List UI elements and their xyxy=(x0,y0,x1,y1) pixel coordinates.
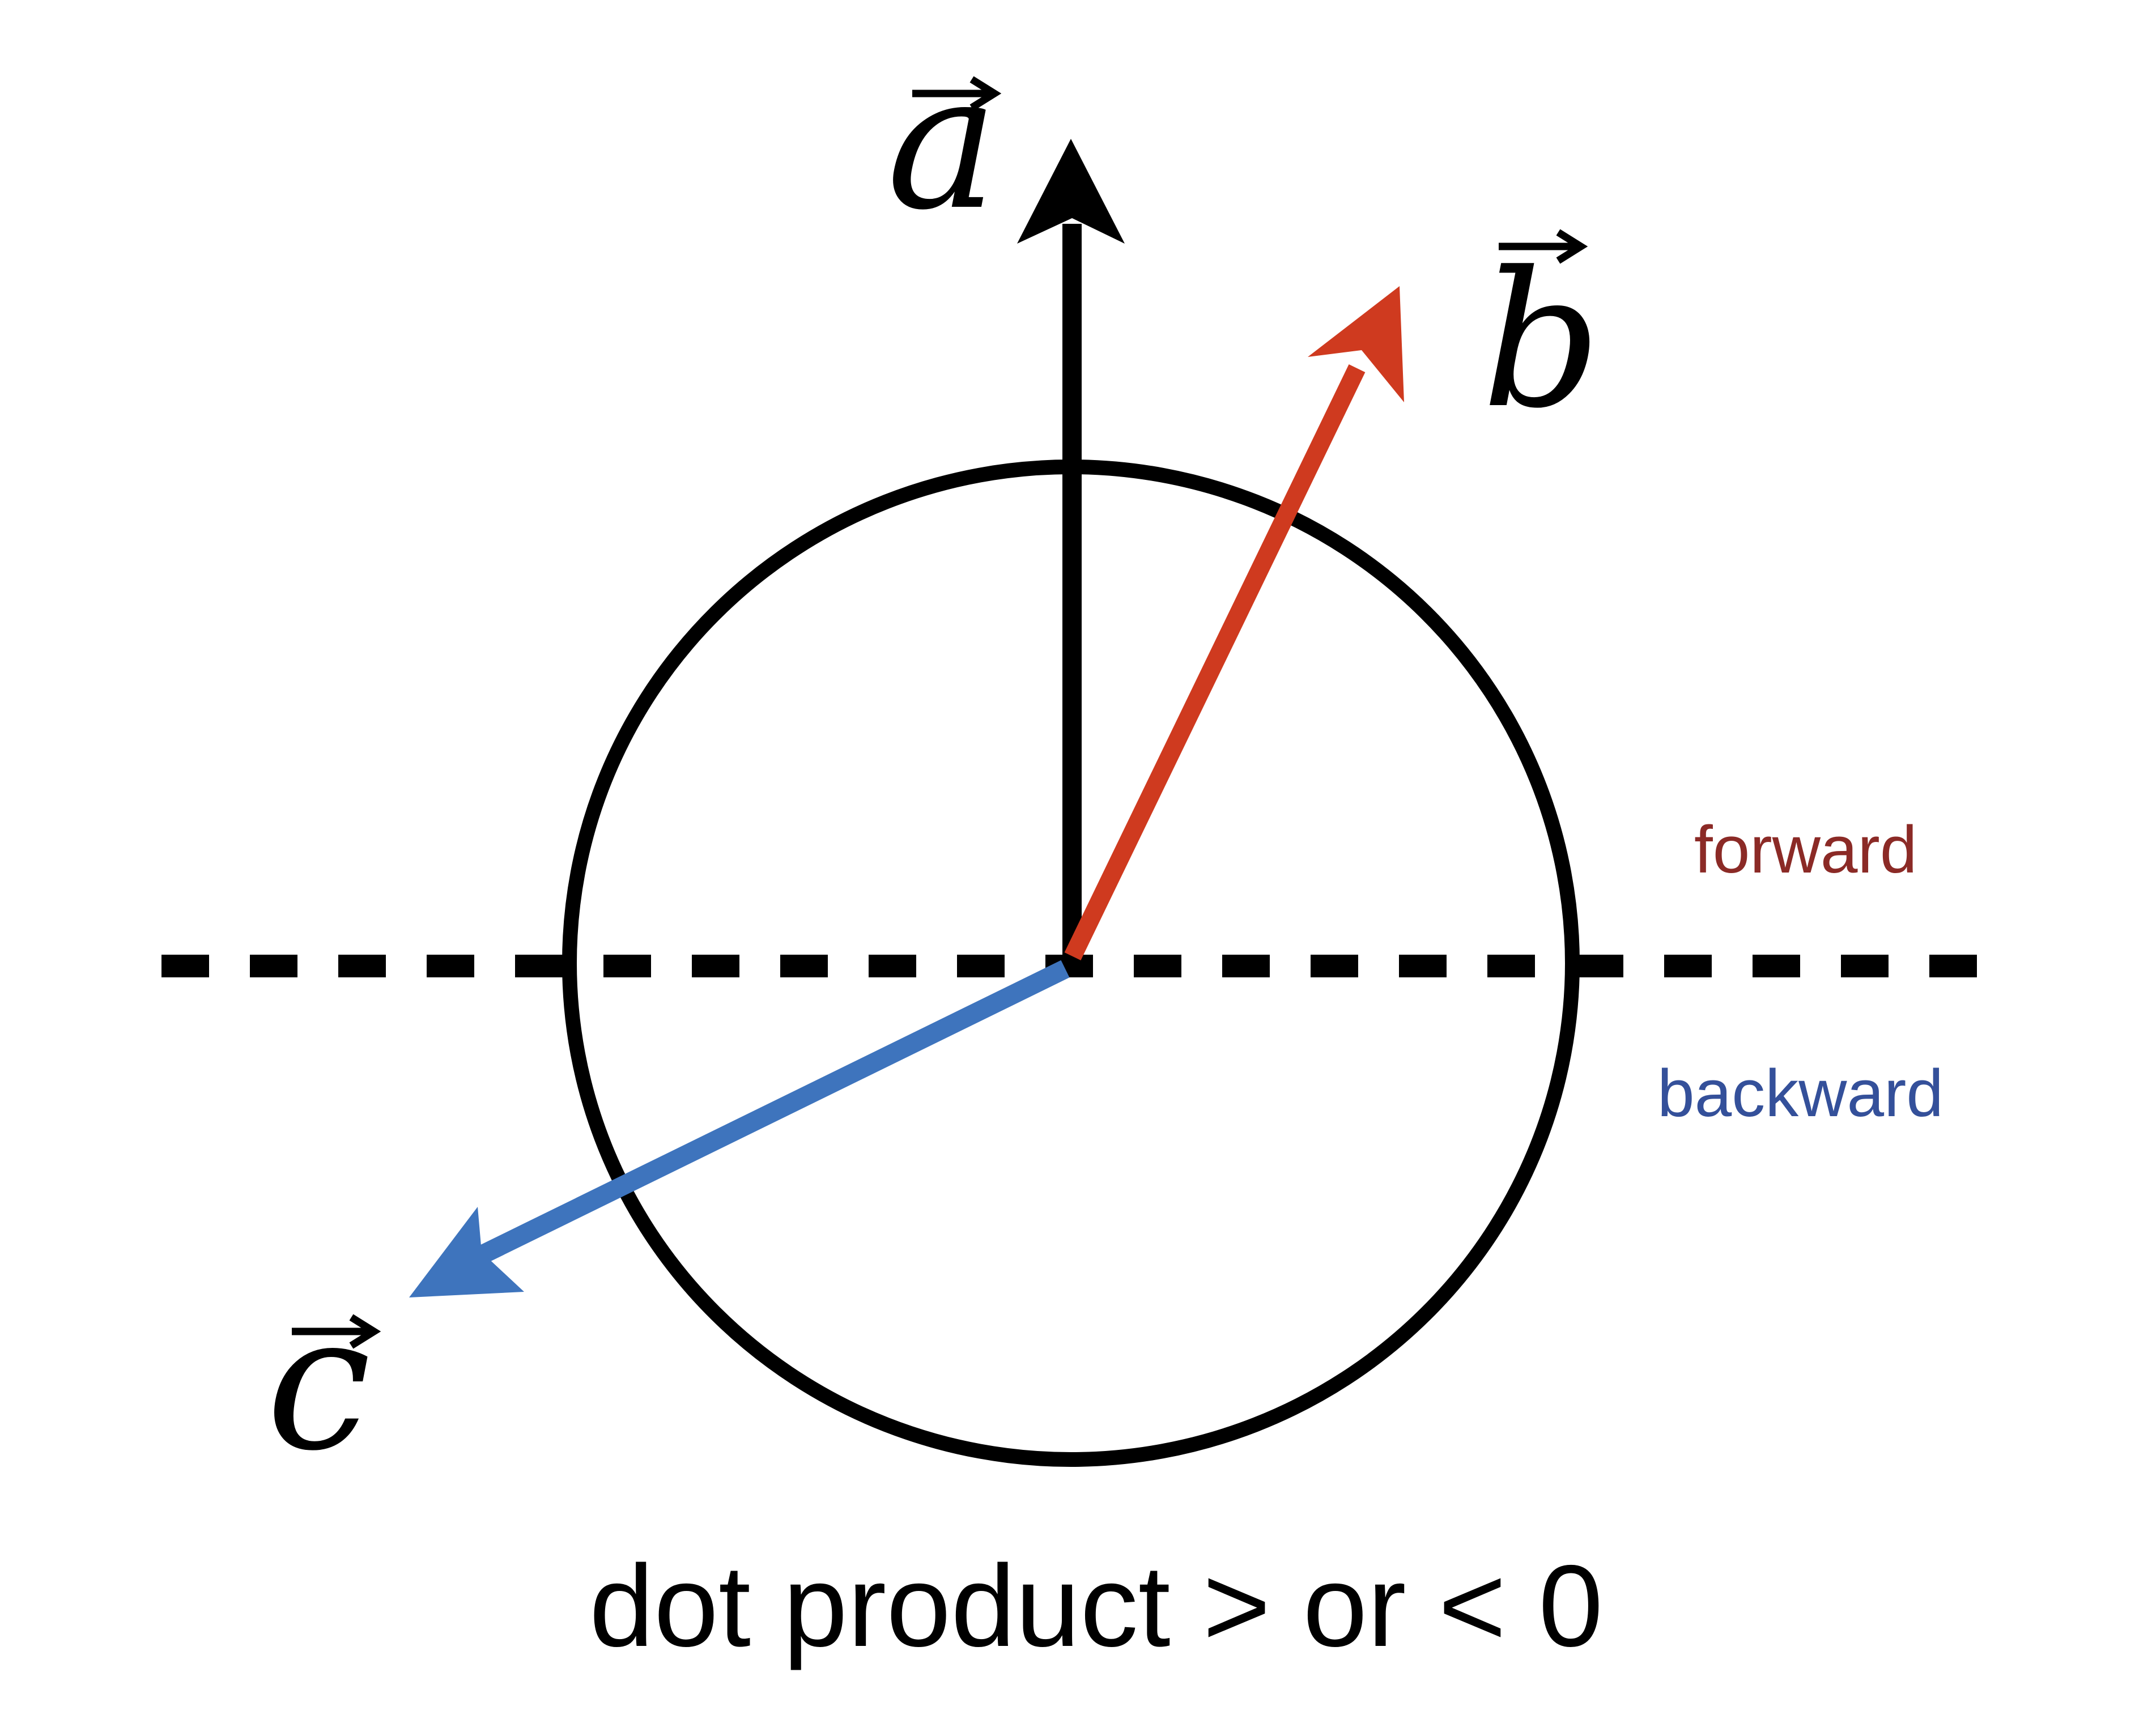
vector-a-overarrow-icon xyxy=(912,76,1002,111)
vector-c-overarrow-icon xyxy=(292,1314,381,1349)
vector-b-letter: b xyxy=(1482,232,1601,449)
vector-b-label: b xyxy=(1482,229,1601,449)
vector-c-letter: c xyxy=(266,1274,371,1492)
vector-c-shaft xyxy=(477,960,1070,1264)
vector-b-shaft xyxy=(1064,364,1366,960)
vector-c-arrowhead xyxy=(409,1207,524,1297)
vector-a-arrow xyxy=(1017,139,1125,975)
vector-a-arrowhead xyxy=(1017,139,1125,244)
vector-c-arrow xyxy=(409,960,1070,1297)
diagram-caption: dot product > or < 0 xyxy=(589,1541,1603,1671)
backward-label: backward xyxy=(1657,1056,1943,1131)
vector-b-overarrow-icon xyxy=(1499,229,1588,264)
vector-a-label: a xyxy=(887,33,1002,251)
vector-a-letter: a xyxy=(887,33,998,251)
vector-c-label: c xyxy=(266,1274,381,1492)
vector-b-arrow xyxy=(1064,286,1404,960)
vector-b-arrowhead xyxy=(1308,286,1404,402)
forward-label: forward xyxy=(1694,812,1917,887)
